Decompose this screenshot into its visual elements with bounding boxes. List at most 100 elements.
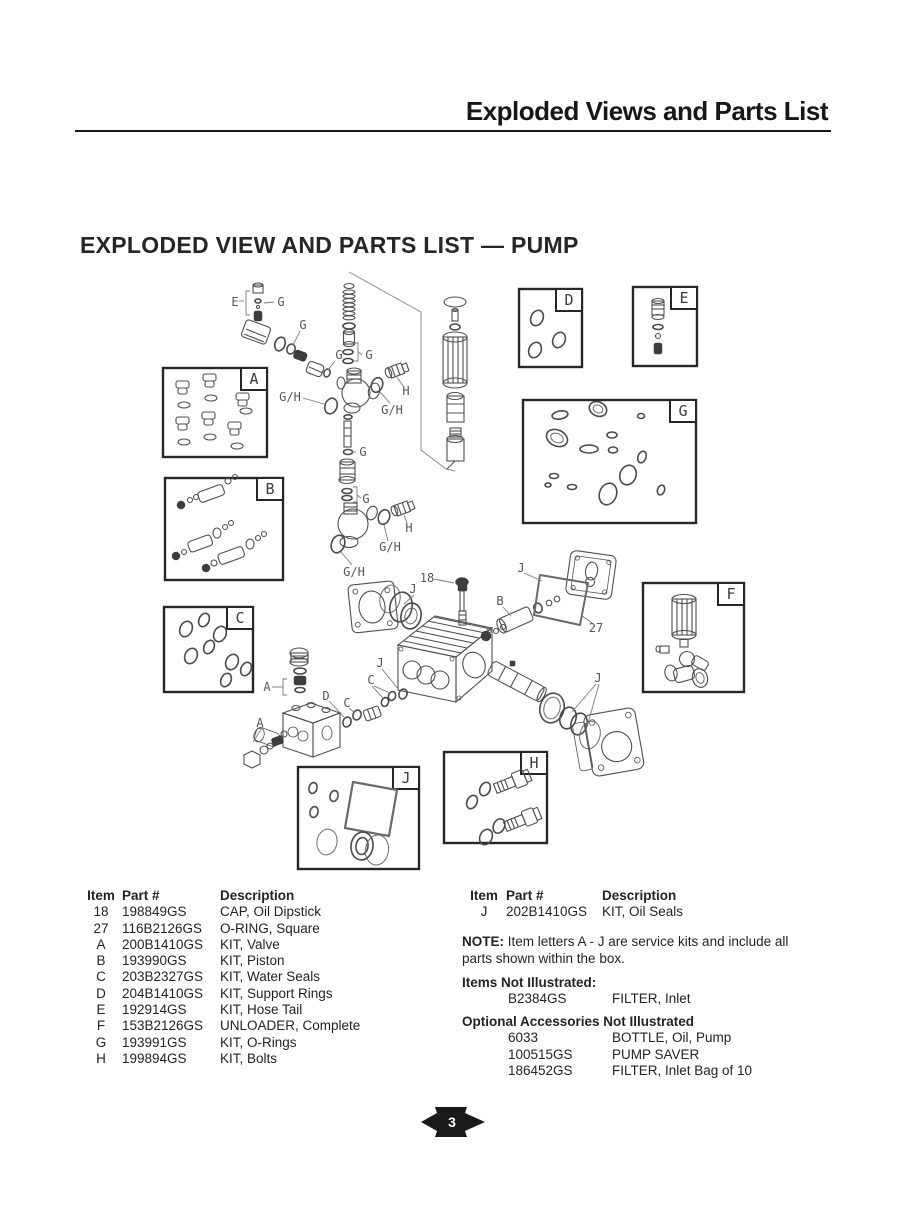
parts-table-right-header: Item Part # Description bbox=[462, 888, 842, 904]
cell-item: E bbox=[96, 1002, 106, 1018]
cell-item: H bbox=[96, 1050, 106, 1066]
page-tag-shape bbox=[421, 1107, 485, 1137]
piston-rod-chain bbox=[338, 414, 356, 502]
cell-part: 203B2327GS bbox=[122, 969, 204, 985]
kit-box-h: H bbox=[442, 750, 549, 846]
callout-j2: J bbox=[517, 561, 524, 575]
kit-box-g-label: G bbox=[678, 402, 687, 420]
seal-chain-right-of-block bbox=[342, 688, 408, 728]
note-text: Item letters A - J are service kits and … bbox=[462, 933, 789, 967]
cell-item: C bbox=[96, 969, 106, 985]
table-row: E 192914GS KIT, Hose Tail bbox=[80, 1002, 360, 1018]
cell-desc: KIT, Water Seals bbox=[220, 969, 321, 985]
callout-d: D bbox=[322, 689, 329, 703]
page-number-tag: 3 bbox=[421, 1107, 485, 1137]
col-header-item: Item bbox=[87, 888, 115, 903]
parts-table-left-header: Item Part # Description bbox=[80, 888, 360, 904]
page-header-title: Exploded Views and Parts List bbox=[465, 96, 829, 126]
table-row: G 193991GS KIT, O-Rings bbox=[80, 1035, 360, 1051]
cell-part: 202B1410GS bbox=[506, 904, 588, 920]
callout-a2: A bbox=[256, 716, 264, 730]
cell-desc: UNLOADER, Complete bbox=[220, 1018, 361, 1034]
hose-tail-kit-parts bbox=[252, 282, 264, 322]
callout-labels: E G G G G G/H H G/H G G H G/H G/H 18 J J… bbox=[231, 295, 603, 730]
cell-desc: KIT, Valve bbox=[220, 936, 280, 952]
cell-item: 18 bbox=[93, 904, 109, 920]
right-flange-plate bbox=[572, 707, 645, 777]
callout-gh3: G/H bbox=[379, 540, 401, 554]
cell-part: 100515GS bbox=[508, 1046, 573, 1062]
parts-table-left: Item Part # Description 18 198849GS CAP,… bbox=[80, 888, 360, 1067]
table-row: 18 198849GS CAP, Oil Dipstick bbox=[80, 904, 360, 920]
callout-a1: A bbox=[263, 680, 271, 694]
table-row: D 204B1410GS KIT, Support Rings bbox=[80, 986, 360, 1002]
parts-panel-right: Item Part # Description J 202B1410GS KIT… bbox=[462, 888, 842, 1080]
piston-kit-b-parts bbox=[480, 595, 561, 642]
kit-box-b: B bbox=[163, 473, 285, 582]
pressure-knob-assembly bbox=[442, 296, 468, 470]
kit-box-d-label: D bbox=[564, 291, 573, 309]
square-oring-gasket bbox=[533, 574, 589, 626]
optional-row: 186452GS FILTER, Inlet Bag of 10 bbox=[462, 1063, 842, 1080]
kit-box-e-label: E bbox=[679, 289, 688, 307]
callout-b: B bbox=[496, 594, 503, 608]
table-row: B 193990GS KIT, Piston bbox=[80, 953, 360, 969]
callout-g6: G bbox=[362, 492, 369, 506]
cell-desc: FILTER, Inlet bbox=[612, 990, 691, 1006]
oil-dipstick bbox=[455, 577, 469, 626]
cell-desc: KIT, Support Rings bbox=[220, 985, 333, 1001]
kit-box-f-label: F bbox=[726, 585, 735, 603]
col-header-desc: Description bbox=[220, 888, 295, 903]
header-rule bbox=[75, 130, 831, 132]
not-illustrated-row: B2384GS FILTER, Inlet bbox=[462, 991, 842, 1008]
lower-hose-tail-fitting bbox=[390, 500, 416, 517]
callout-g2: G bbox=[299, 318, 306, 332]
upper-manifold bbox=[323, 367, 384, 415]
kit-box-c: C bbox=[162, 605, 255, 694]
cell-item: G bbox=[95, 1034, 107, 1050]
crankshaft-assembly bbox=[487, 660, 601, 750]
cell-desc: KIT, Piston bbox=[220, 953, 285, 969]
cell-item: A bbox=[96, 936, 106, 952]
callout-c2: C bbox=[343, 696, 350, 710]
callout-j4: J bbox=[594, 671, 601, 685]
callout-c1: C bbox=[367, 673, 374, 687]
callout-27: 27 bbox=[589, 621, 603, 635]
note-label: NOTE: bbox=[462, 933, 504, 949]
callout-gh1: G/H bbox=[279, 390, 301, 404]
table-row: J 202B1410GS KIT, Oil Seals bbox=[462, 904, 842, 920]
kit-box-a: A bbox=[161, 366, 269, 459]
kit-box-j: J bbox=[296, 765, 421, 871]
callout-h2: H bbox=[405, 521, 412, 535]
cell-item: J bbox=[480, 904, 488, 920]
cell-part: 204B1410GS bbox=[122, 985, 204, 1001]
cell-part: 198849GS bbox=[122, 904, 187, 920]
items-not-illustrated-heading: Items Not Illustrated: bbox=[462, 974, 597, 990]
callout-g4: G bbox=[365, 348, 372, 362]
kit-box-h-label: H bbox=[529, 754, 538, 772]
cell-desc: PUMP SAVER bbox=[612, 1046, 700, 1062]
service-kit-note: NOTE: Item letters A - J are service kit… bbox=[462, 933, 814, 968]
kit-box-b-label: B bbox=[265, 480, 274, 498]
cell-part: 193990GS bbox=[122, 953, 187, 969]
table-row: C 203B2327GS KIT, Water Seals bbox=[80, 969, 360, 985]
callout-g5: G bbox=[359, 445, 366, 459]
cell-part: 186452GS bbox=[508, 1063, 573, 1079]
kit-box-f: F bbox=[641, 581, 746, 694]
cell-desc: BOTTLE, Oil, Pump bbox=[612, 1030, 732, 1046]
kit-box-a-label: A bbox=[249, 370, 258, 388]
kit-box-c-label: C bbox=[235, 609, 244, 627]
cell-desc: FILTER, Inlet Bag of 10 bbox=[612, 1063, 753, 1079]
page-number: 3 bbox=[448, 1114, 456, 1130]
valve-kit-a-chain bbox=[243, 730, 288, 769]
upper-hose-tail-fitting bbox=[384, 362, 410, 379]
inlet-fitting-chain bbox=[241, 319, 331, 378]
cell-part: 6033 bbox=[508, 1030, 539, 1046]
table-row: A 200B1410GS KIT, Valve bbox=[80, 937, 360, 953]
left-flange-assembly bbox=[347, 580, 422, 634]
pump-head-chain-top bbox=[342, 282, 356, 365]
exploded-diagram: A B bbox=[161, 271, 746, 871]
cell-desc: O-RING, Square bbox=[220, 920, 320, 936]
col-header-part: Part # bbox=[122, 888, 160, 903]
